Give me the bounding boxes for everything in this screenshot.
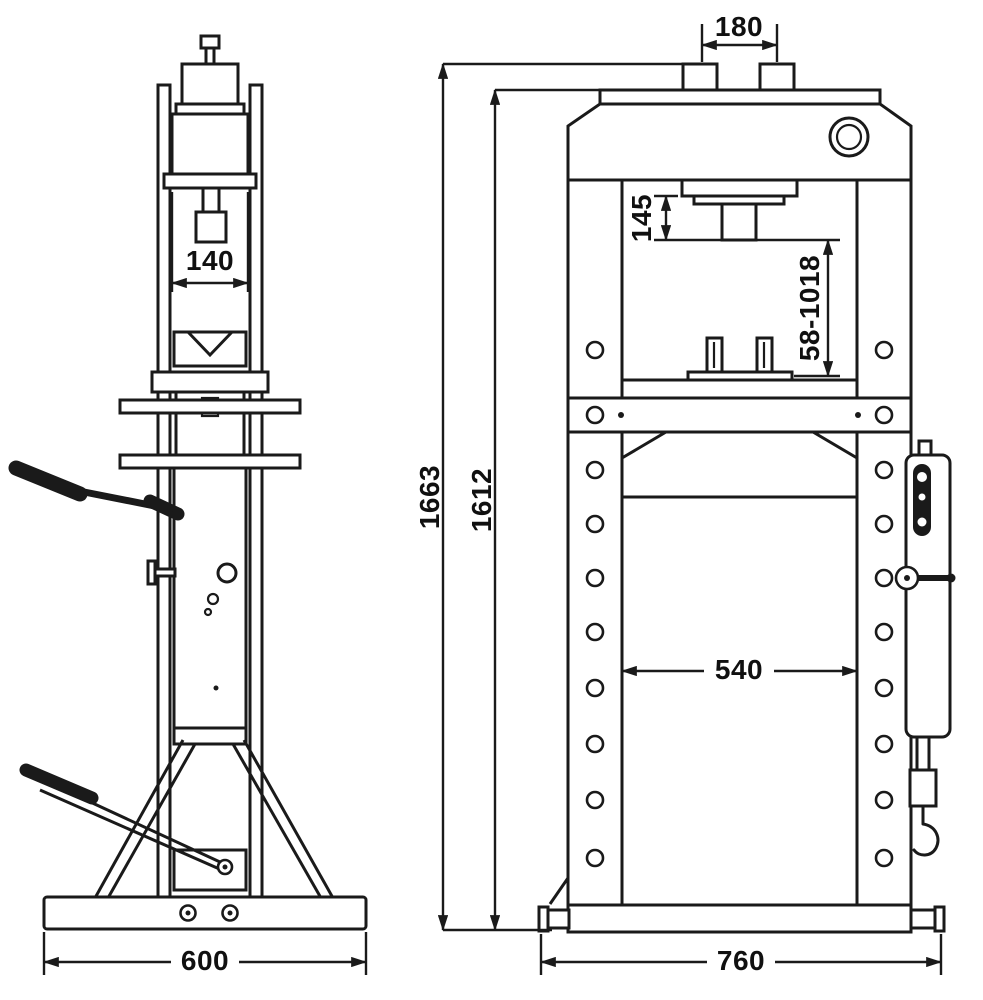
- side-base-plate: [42, 895, 368, 931]
- pump-handle: [8, 460, 185, 521]
- front-view: 180 145 58-1018 540: [414, 11, 956, 976]
- dim-front-stroke: 145: [626, 194, 722, 242]
- top-lug-right: [758, 62, 796, 92]
- dim-label-front-frame-height: 1612: [466, 468, 497, 532]
- support-legs: [93, 726, 335, 899]
- top-beam: [566, 62, 913, 182]
- frame-columns: [566, 178, 913, 907]
- side-table-and-pump-body: [118, 370, 302, 736]
- dim-front-top-width: 180: [700, 11, 779, 62]
- dim-front-frame-height: 1612: [466, 88, 645, 932]
- dim-side-cylinder-width: 140: [170, 192, 250, 292]
- press-table: [566, 378, 913, 499]
- winch-assembly: [894, 439, 956, 857]
- dim-label-front-top-width: 180: [715, 11, 763, 42]
- dim-front-working-range: 58-1018: [756, 238, 840, 378]
- ram-assembly: [680, 178, 799, 242]
- side-rails: [156, 83, 264, 899]
- v-block: [172, 330, 248, 368]
- table-pins: [686, 336, 794, 382]
- dim-label-side-base-width: 600: [181, 945, 229, 976]
- dim-label-front-inner-width: 540: [715, 654, 763, 685]
- side-view: 140: [8, 34, 368, 976]
- top-lug-left: [681, 62, 719, 92]
- filler-plug: [828, 116, 870, 158]
- dim-front-base-width: 760: [539, 934, 943, 976]
- side-cylinder-assembly: [162, 34, 258, 244]
- front-base: [537, 877, 946, 934]
- dim-front-inner-width: 540: [620, 654, 859, 685]
- dim-side-base-width: 600: [42, 932, 368, 976]
- dim-label-front-stroke: 145: [626, 194, 657, 242]
- frame-holes: [585, 340, 894, 868]
- dim-label-side-cylinder-width: 140: [186, 245, 234, 276]
- dim-label-front-total-height: 1663: [414, 465, 445, 529]
- foot-pedal: [19, 763, 234, 876]
- ram: [720, 202, 758, 242]
- hook: [912, 822, 940, 857]
- dim-label-front-base-width: 760: [717, 945, 765, 976]
- dim-label-front-working-range: 58-1018: [794, 255, 825, 361]
